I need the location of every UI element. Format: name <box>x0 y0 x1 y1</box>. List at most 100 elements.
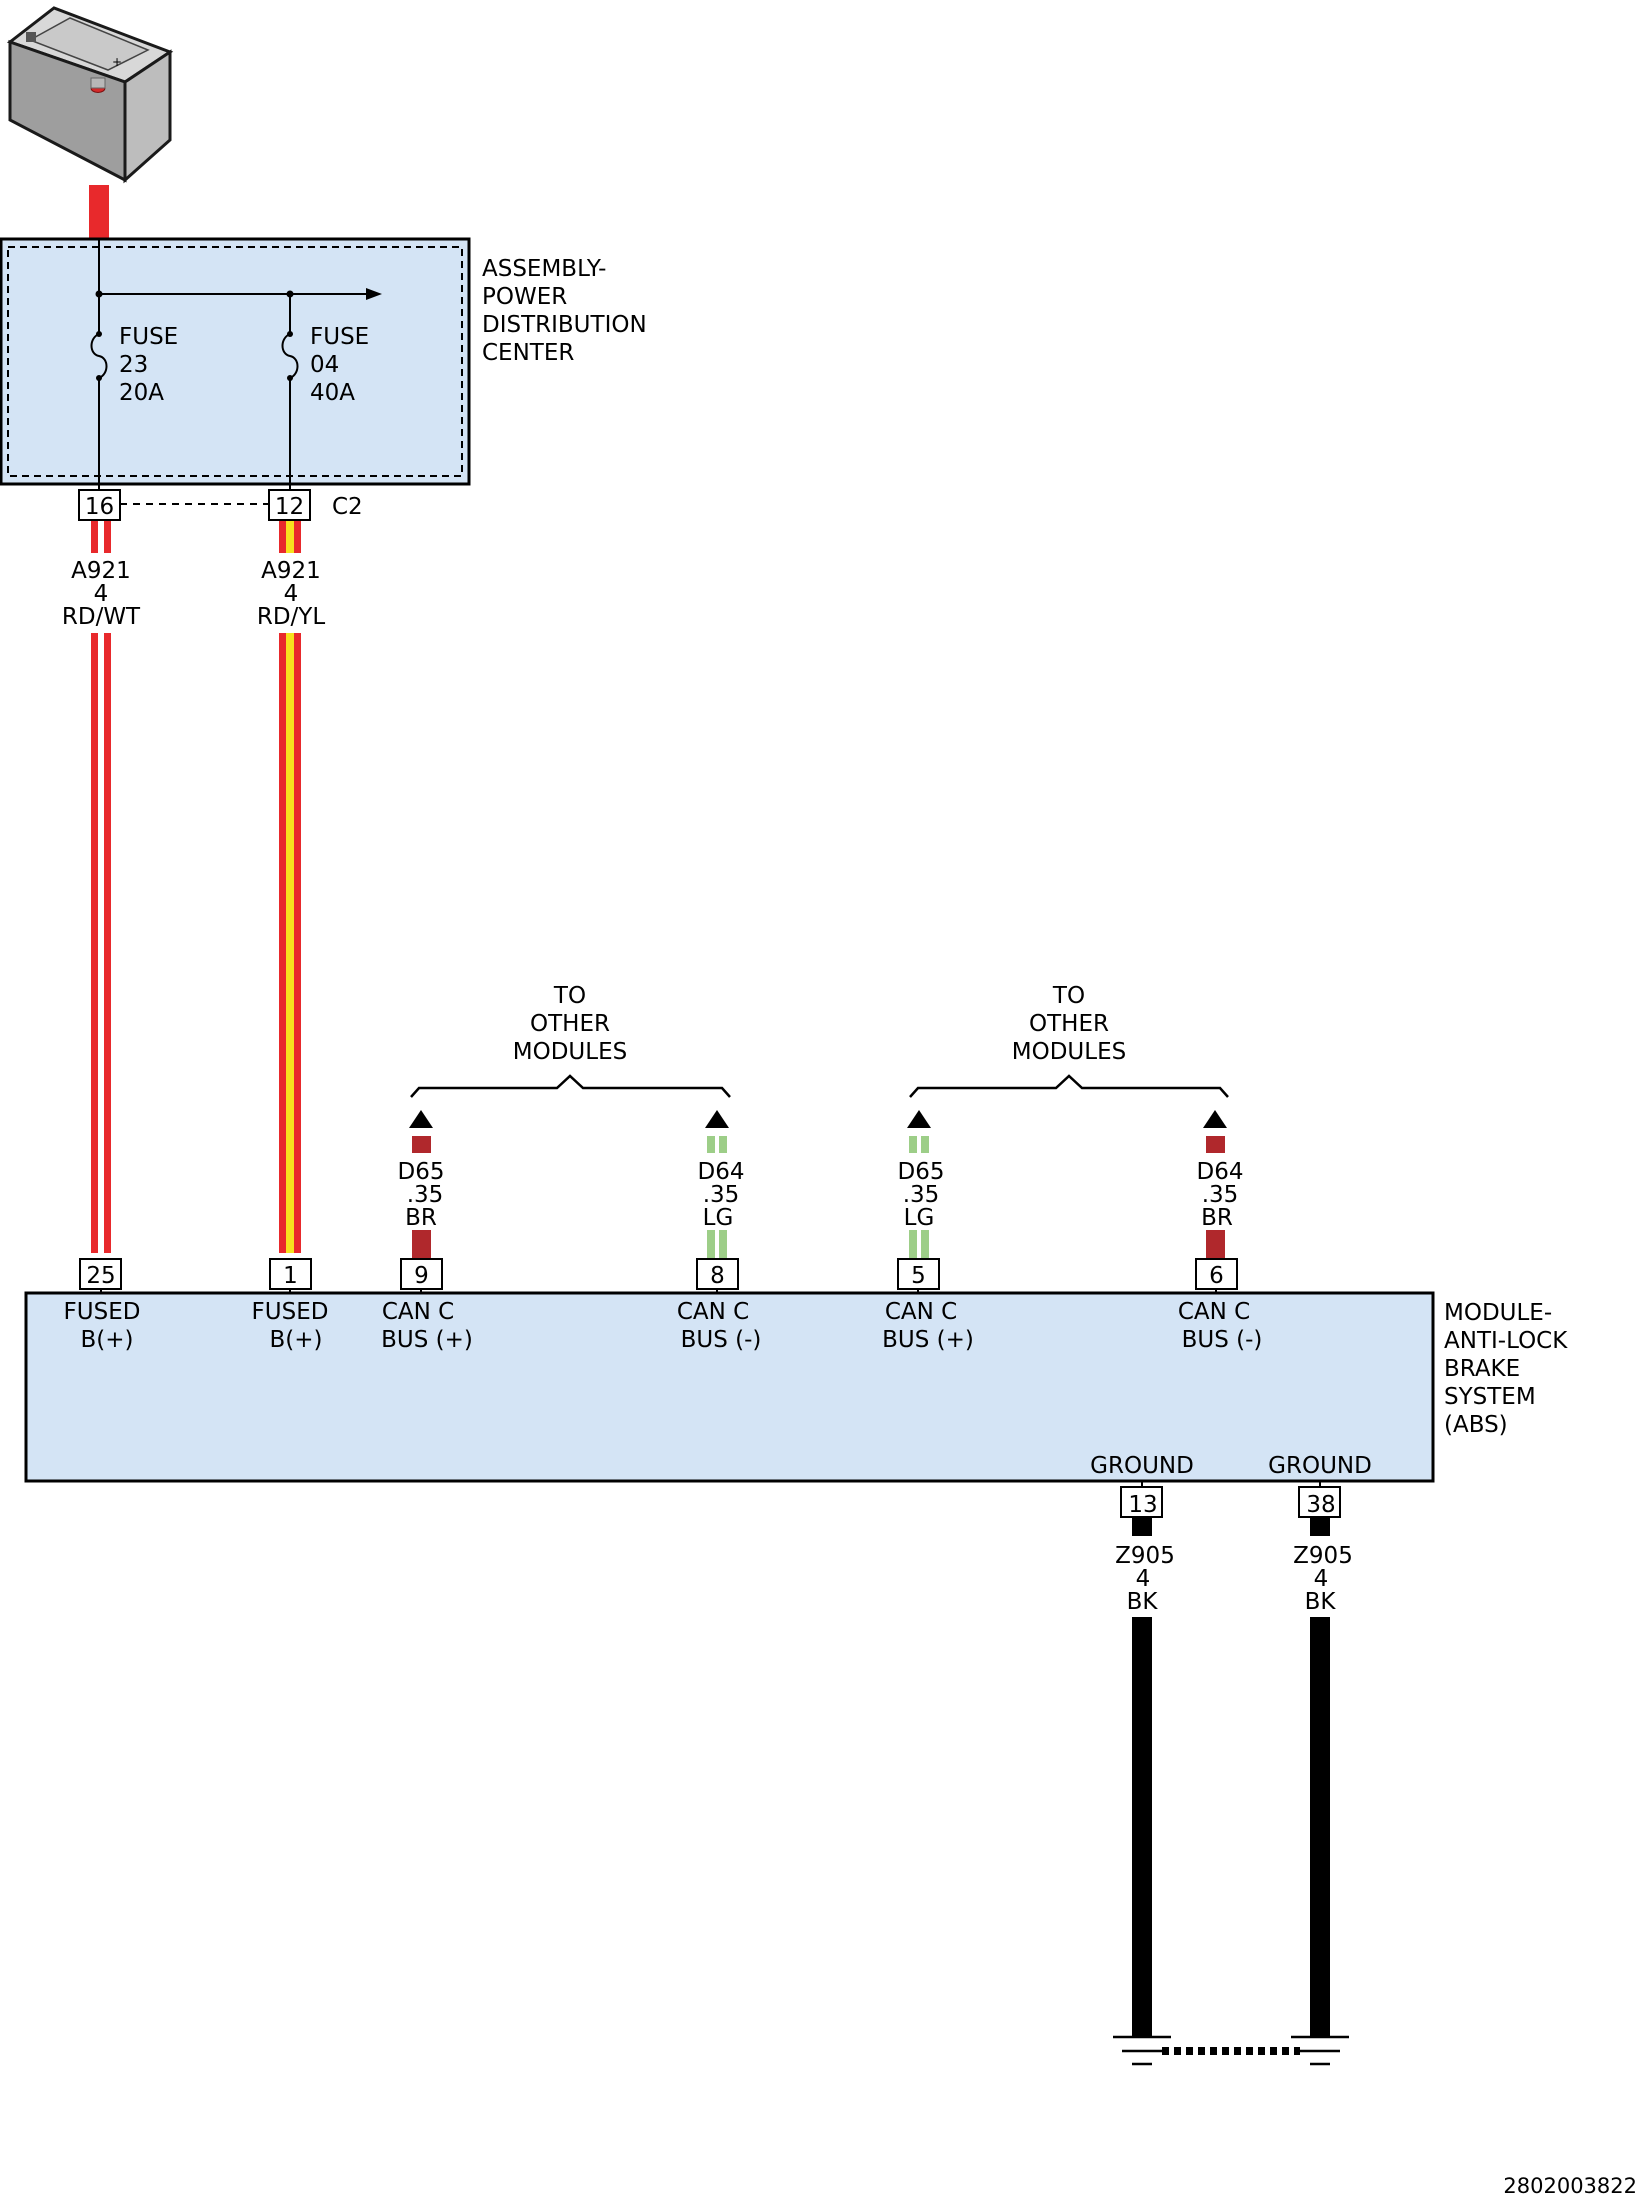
wire-label-z905-bk-13: Z905 4 BK <box>1115 1543 1175 1615</box>
svg-text:1: 1 <box>283 1263 298 1289</box>
wire-a921-rd-yl <box>279 521 301 1253</box>
svg-text:.35: .35 <box>903 1182 940 1208</box>
abs-pin-6: 6 <box>1195 1258 1238 1290</box>
svg-text:RD/WT: RD/WT <box>62 604 141 630</box>
svg-text:POWER: POWER <box>482 284 567 310</box>
abs-pin-8: 8 <box>696 1258 739 1290</box>
svg-text:SYSTEM: SYSTEM <box>1444 1384 1536 1410</box>
svg-text:BR: BR <box>1201 1205 1233 1231</box>
svg-text:D65: D65 <box>898 1159 945 1185</box>
pdc-title: ASSEMBLY- POWER DISTRIBUTION CENTER <box>482 256 647 366</box>
abs-pin-9: 9 <box>400 1258 443 1290</box>
fuse-04-symbol <box>281 331 299 484</box>
fuse-04-rating: 40A <box>310 380 355 406</box>
svg-text:+: + <box>112 55 122 69</box>
document-number: 2802003822 <box>1503 2174 1637 2198</box>
wire-z905-bk-38 <box>1310 1518 1330 2037</box>
ground-symbol-2 <box>1291 2035 1349 2066</box>
fuse-23-number: 23 <box>119 352 148 378</box>
fuse-23-label: FUSE <box>119 324 178 350</box>
battery-cable <box>89 185 109 238</box>
svg-text:TO: TO <box>553 983 586 1009</box>
fuse-04-number: 04 <box>310 352 339 378</box>
wire-z905-bk-13 <box>1132 1518 1152 2037</box>
abs-pin-1: 1 <box>269 1258 312 1290</box>
svg-text:ANTI-LOCK: ANTI-LOCK <box>1444 1328 1568 1354</box>
svg-text:CAN C: CAN C <box>382 1299 454 1325</box>
svg-text:MODULE-: MODULE- <box>1444 1300 1552 1326</box>
svg-text:A921: A921 <box>71 558 131 584</box>
wire-d64-lg <box>705 1110 729 1258</box>
svg-text:FUSED: FUSED <box>252 1299 329 1325</box>
svg-text:D65: D65 <box>398 1159 445 1185</box>
svg-text:BUS (-): BUS (-) <box>1182 1327 1263 1353</box>
wire-label-z905-bk-38: Z905 4 BK <box>1293 1543 1353 1615</box>
svg-text:D64: D64 <box>1197 1159 1244 1185</box>
svg-text:38: 38 <box>1306 1492 1335 1518</box>
svg-text:CAN C: CAN C <box>885 1299 957 1325</box>
svg-text:5: 5 <box>911 1263 926 1289</box>
svg-text:B(+): B(+) <box>81 1327 134 1353</box>
svg-text:LG: LG <box>904 1205 935 1231</box>
svg-text:CAN C: CAN C <box>1178 1299 1250 1325</box>
abs-pin-label-fused-b-plus-25: FUSED B(+) <box>64 1299 141 1353</box>
svg-text:DISTRIBUTION: DISTRIBUTION <box>482 312 647 338</box>
abs-ground-label-38: GROUND <box>1268 1453 1372 1479</box>
abs-module <box>24 1291 1435 1483</box>
svg-text:D64: D64 <box>698 1159 745 1185</box>
abs-pin-label-can-c-bus-minus-6: CAN C BUS (-) <box>1178 1299 1263 1353</box>
svg-text:Z905: Z905 <box>1115 1543 1175 1569</box>
abs-pin-stubs <box>100 1289 1217 1293</box>
to-other-modules-right: TO OTHER MODULES <box>909 983 1229 1098</box>
fuse-04-label: FUSE <box>310 324 369 350</box>
svg-text:9: 9 <box>414 1263 429 1289</box>
svg-text:BR: BR <box>405 1205 437 1231</box>
abs-pin-label-can-c-bus-plus-5: CAN C BUS (+) <box>882 1299 974 1353</box>
fuse-23-symbol <box>90 331 108 484</box>
svg-text:CENTER: CENTER <box>482 340 574 366</box>
svg-text:.35: .35 <box>407 1182 444 1208</box>
pdc-pin-16: 16 <box>85 494 114 520</box>
wire-label-d64-lg: D64 .35 LG <box>698 1159 745 1231</box>
svg-text:4: 4 <box>94 581 109 607</box>
abs-title: MODULE- ANTI-LOCK BRAKE SYSTEM (ABS) <box>1444 1300 1568 1438</box>
svg-text:OTHER: OTHER <box>1029 1011 1109 1037</box>
pdc-connector-c2: 16 12 C2 <box>78 484 363 521</box>
svg-text:CAN C: CAN C <box>677 1299 749 1325</box>
svg-text:4: 4 <box>1136 1566 1151 1592</box>
svg-text:13: 13 <box>1128 1492 1157 1518</box>
svg-text:.35: .35 <box>1202 1182 1239 1208</box>
svg-text:4: 4 <box>1314 1566 1329 1592</box>
abs-pin-label-can-c-bus-minus-8: CAN C BUS (-) <box>677 1299 762 1353</box>
svg-text:MODULES: MODULES <box>513 1039 627 1065</box>
svg-text:LG: LG <box>703 1205 734 1231</box>
svg-text:25: 25 <box>86 1263 115 1289</box>
fuse-23-rating: 20A <box>119 380 164 406</box>
battery-icon: + <box>6 6 174 184</box>
svg-text:OTHER: OTHER <box>530 1011 610 1037</box>
wire-d65-lg <box>907 1110 931 1258</box>
abs-pin-5: 5 <box>897 1258 940 1290</box>
abs-pin-13: 13 <box>1120 1481 1163 1518</box>
svg-text:BK: BK <box>1305 1589 1337 1615</box>
wire-d65-br <box>409 1110 433 1258</box>
svg-text:B(+): B(+) <box>270 1327 323 1353</box>
to-other-modules-left: TO OTHER MODULES <box>410 983 731 1098</box>
abs-pin-label-can-c-bus-plus-9: CAN C BUS (+) <box>381 1299 473 1353</box>
svg-text:BRAKE: BRAKE <box>1444 1356 1520 1382</box>
svg-text:BUS (+): BUS (+) <box>882 1327 974 1353</box>
wire-label-d65-lg: D65 .35 LG <box>898 1159 945 1231</box>
svg-text:8: 8 <box>710 1263 725 1289</box>
svg-text:TO: TO <box>1052 983 1085 1009</box>
ground-symbol-1 <box>1113 2035 1171 2066</box>
abs-pin-25: 25 <box>79 1258 122 1290</box>
svg-text:.35: .35 <box>703 1182 740 1208</box>
abs-pin-label-fused-b-plus-1: FUSED B(+) <box>252 1299 329 1353</box>
wire-a921-rd-wt <box>91 521 111 1253</box>
wire-label-d65-br: D65 .35 BR <box>398 1159 445 1231</box>
power-distribution-center: FUSE 23 20A FUSE 04 40A <box>0 237 471 486</box>
svg-text:FUSED: FUSED <box>64 1299 141 1325</box>
svg-text:RD/YL: RD/YL <box>257 604 325 630</box>
abs-pin-38: 38 <box>1298 1481 1341 1518</box>
